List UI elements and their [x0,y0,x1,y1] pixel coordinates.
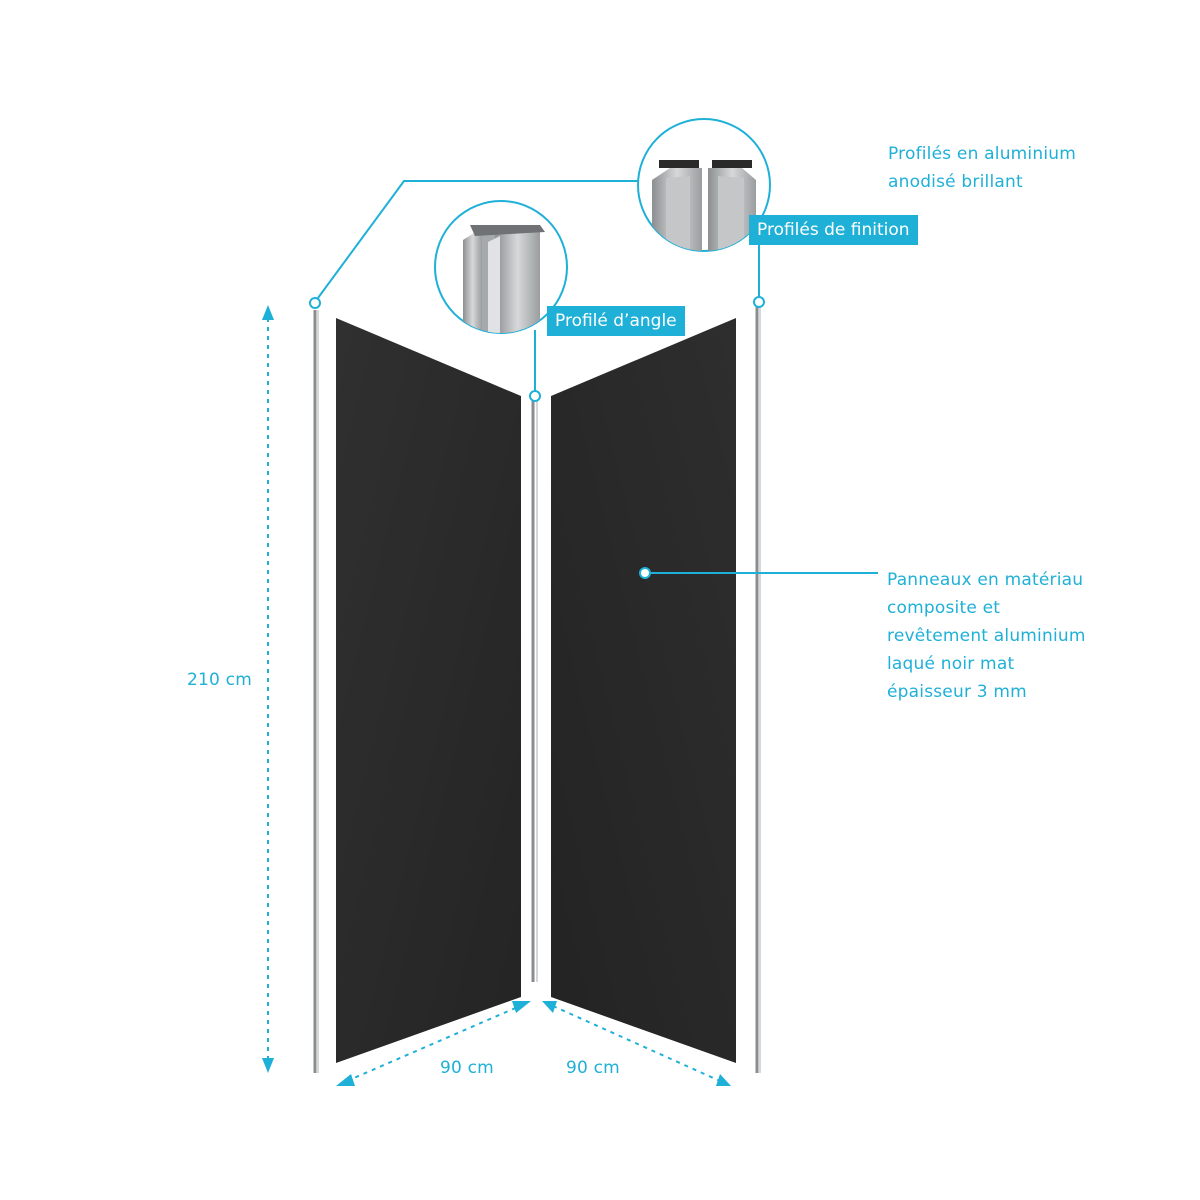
finishing-profiles-detail-circle [637,118,771,252]
panel-note-line-1: Panneaux en matériau [887,570,1084,590]
width-right-label: 90 cm [566,1058,620,1078]
panel-note: Panneaux en matériau composite et revête… [887,566,1086,706]
anchor-dot-corner-profile [529,390,541,402]
panel-note-line-4: laqué noir mat [887,654,1015,674]
aluminium-note-line-1: Profilés en aluminium [888,144,1076,164]
height-dimension-arrow [262,305,274,1073]
corner-profile [531,398,538,982]
panel-note-line-2: composite et [887,598,1001,618]
width-left-dimension-arrow [336,1001,531,1086]
corner-profile-badge: Profilé d’angle [547,306,685,336]
anchor-dot-right-profile [753,296,765,308]
leader-finishing-left [314,180,639,303]
width-right-dimension-arrow [542,1001,731,1086]
corner-profile-detail-circle [434,200,568,334]
aluminium-note-line-2: anodisé brillant [888,172,1023,192]
left-finishing-profile [313,310,319,1073]
finishing-profiles-badge: Profilés de finition [749,215,918,245]
anchor-dot-left-profile [309,297,321,309]
height-label: 210 cm [187,670,252,690]
width-left-label: 90 cm [440,1058,494,1078]
panel-note-line-5: épaisseur 3 mm [887,682,1027,702]
panel-note-line-3: revêtement aluminium [887,626,1086,646]
left-wall-panel [336,318,521,1063]
aluminium-note: Profilés en aluminium anodisé brillant [888,140,1076,196]
right-wall-panel [551,318,736,1063]
right-finishing-profile [755,306,761,1073]
anchor-dot-panel [639,567,651,579]
